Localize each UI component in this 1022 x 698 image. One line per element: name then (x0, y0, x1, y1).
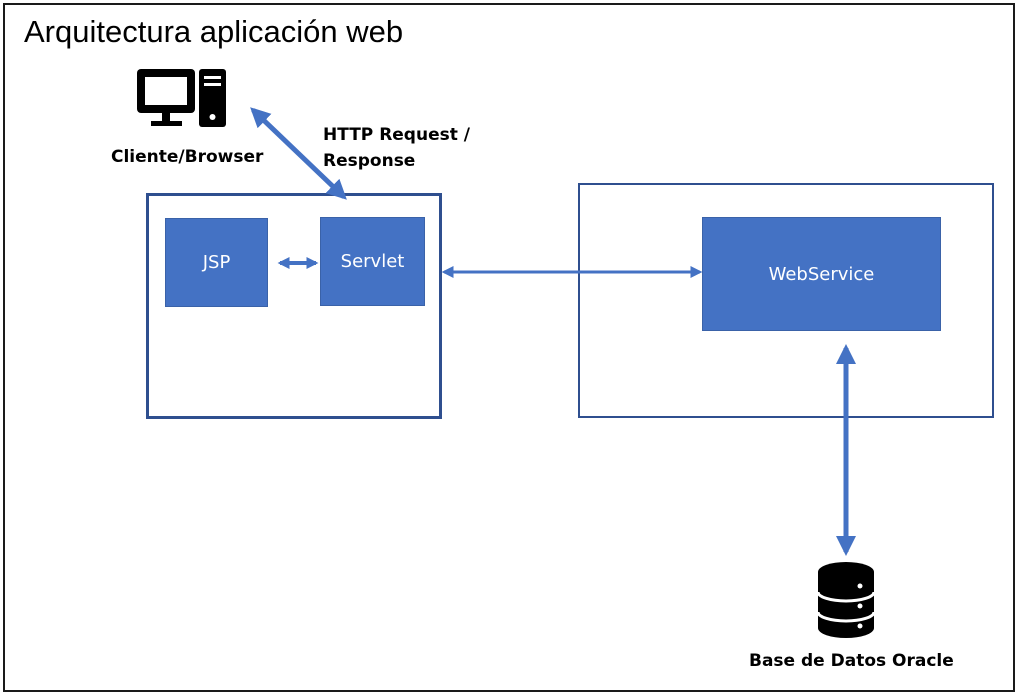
client-label: Cliente/Browser (111, 147, 264, 167)
protocol-label-line2: Response (323, 151, 416, 171)
webservice-container (578, 183, 994, 418)
diagram-title: Arquitectura aplicación web (24, 14, 404, 49)
webservice-component: WebService (702, 217, 941, 331)
jsp-component: JSP (165, 218, 268, 307)
protocol-label-line1: HTTP Request / (323, 125, 470, 145)
diagram-frame (3, 3, 1015, 692)
servlet-component: Servlet (320, 217, 425, 306)
database-label: Base de Datos Oracle (749, 651, 954, 671)
